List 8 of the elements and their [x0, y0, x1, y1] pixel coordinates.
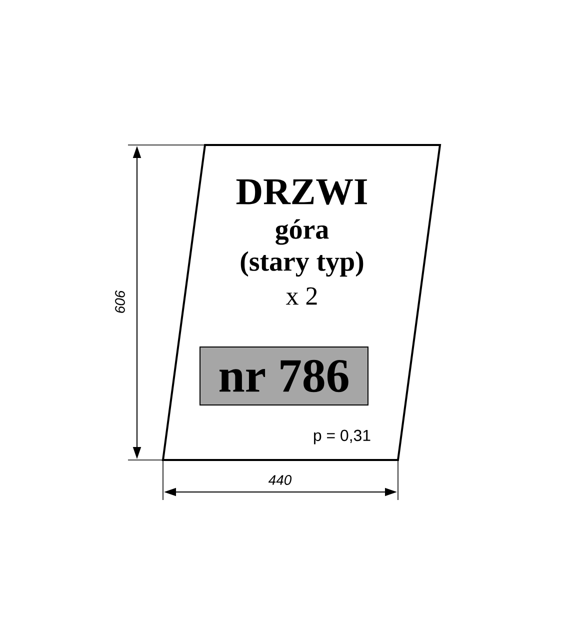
- dimension-label: 606: [115, 290, 125, 313]
- quantity-text: x 2: [286, 287, 317, 305]
- subtitle-text: (stary typ): [240, 251, 364, 277]
- number-plate: nr 786: [200, 346, 368, 406]
- thickness-text: p = 0,31: [314, 430, 370, 444]
- title-text: DRZWI: [236, 179, 367, 205]
- dimension-label: 440: [268, 475, 292, 485]
- subtitle-text: góra: [276, 219, 329, 245]
